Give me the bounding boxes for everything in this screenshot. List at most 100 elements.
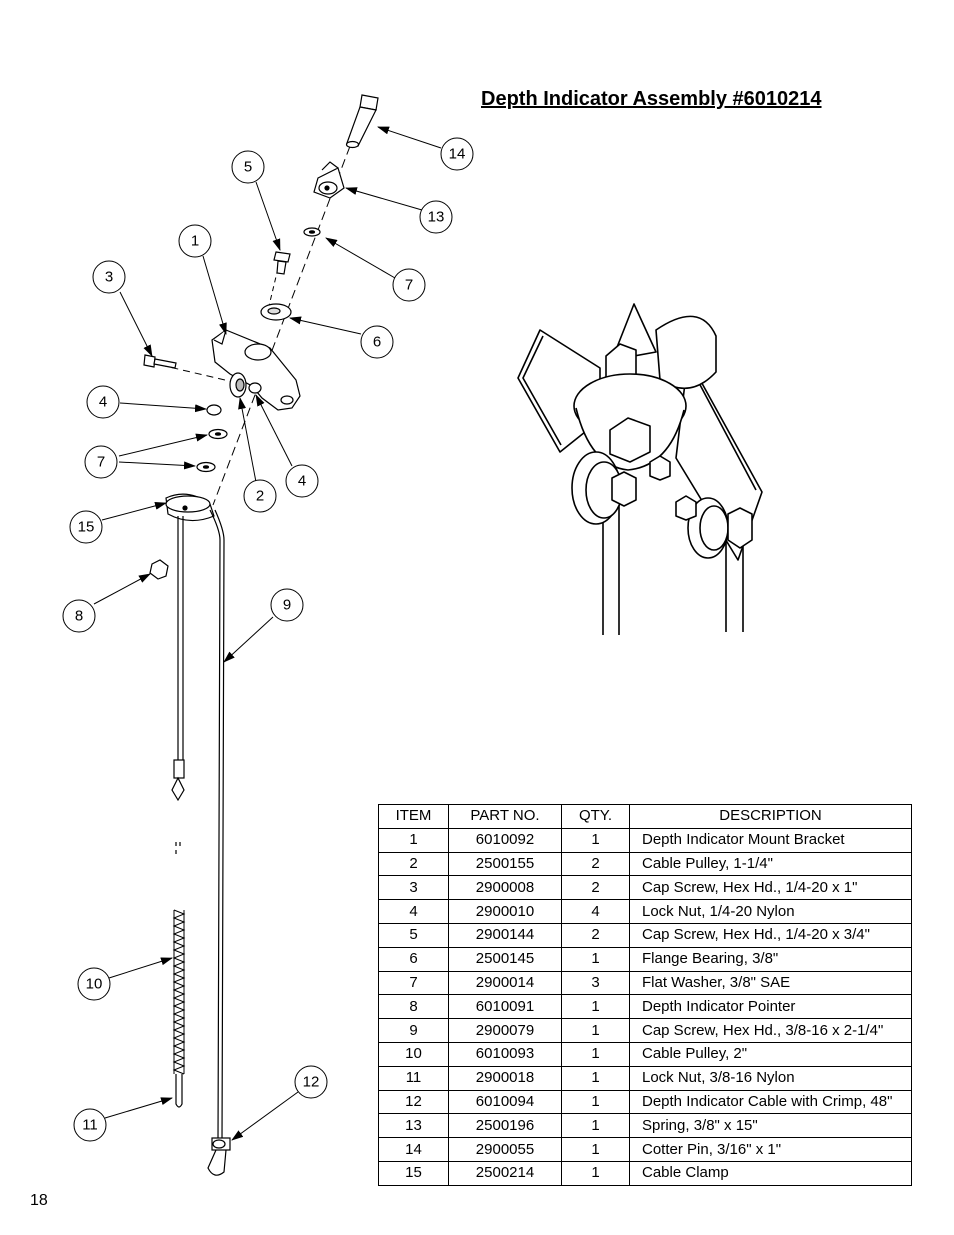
qty-cell: 4	[561, 899, 630, 924]
item-cell: 14	[378, 1137, 449, 1162]
callout-4b	[285, 464, 319, 498]
description-cell: Flange Bearing, 3/8"	[629, 946, 912, 972]
qty-cell: 1	[561, 1089, 630, 1115]
callout-7b	[84, 445, 118, 479]
callout-2	[243, 479, 277, 513]
item-cell: 4	[378, 899, 449, 924]
item-cell: 10	[378, 1041, 449, 1067]
cap-screw-9	[345, 94, 379, 149]
page-number: 18	[30, 1192, 48, 1209]
callout-label: 14	[449, 146, 466, 163]
description-cell: Cap Screw, Hex Hd., 3/8-16 x 2-1/4"	[629, 1018, 912, 1043]
description-cell: Cable Pulley, 2"	[629, 1041, 912, 1067]
item-cell: 5	[378, 922, 449, 948]
callout-1	[178, 224, 212, 258]
header-qty: QTY.	[561, 804, 630, 829]
cotter-pin-14	[175, 1074, 183, 1108]
callout-label: 4	[298, 473, 306, 490]
part-no-cell: 6010094	[448, 1089, 562, 1115]
description-cell: Cap Screw, Hex Hd., 1/4-20 x 3/4"	[629, 922, 912, 948]
part-no-cell: 2900008	[448, 875, 562, 901]
qty-cell: 3	[561, 970, 630, 996]
lock-nut-4b	[206, 404, 222, 416]
callout-label: 7	[97, 454, 105, 471]
part-no-cell: 2900079	[448, 1018, 562, 1043]
callout-4a	[86, 385, 120, 419]
description-cell: Spring, 3/8" x 15"	[629, 1113, 912, 1139]
part-no-cell: 2900018	[448, 1065, 562, 1091]
callout-label: 10	[86, 976, 103, 993]
item-cell: 7	[378, 970, 449, 996]
flange-bearing-6	[260, 303, 292, 321]
qty-cell: 1	[561, 946, 630, 972]
description-cell: Depth Indicator Cable with Crimp, 48"	[629, 1089, 912, 1115]
cable-pulley-10	[165, 493, 215, 522]
callout-8	[419, 200, 453, 234]
qty-cell: 1	[561, 1160, 630, 1186]
item-cell: 9	[378, 1018, 449, 1043]
callout-5	[231, 150, 265, 184]
callout-label: 6	[373, 334, 381, 351]
callout-label: 15	[78, 519, 95, 536]
qty-cell: 1	[561, 994, 630, 1020]
item-cell: 13	[378, 1113, 449, 1139]
part-no-cell: 6010091	[448, 994, 562, 1020]
qty-cell: 2	[561, 851, 630, 877]
callout-9	[440, 137, 474, 171]
qty-cell: 1	[561, 1137, 630, 1162]
part-no-cell: 2500145	[448, 946, 562, 972]
part-no-cell: 2500155	[448, 851, 562, 877]
callout-13	[77, 967, 111, 1001]
part-no-cell: 2900010	[448, 899, 562, 924]
qty-cell: 1	[561, 827, 630, 853]
callout-10	[69, 510, 103, 544]
description-cell: Cotter Pin, 3/16" x 1"	[629, 1137, 912, 1162]
table-header-row: ITEM PART NO. QTY. DESCRIPTION	[378, 804, 912, 829]
item-cell: 15	[378, 1160, 449, 1186]
description-cell: Depth Indicator Mount Bracket	[629, 827, 912, 853]
cable-clamp-15	[207, 1137, 231, 1176]
page-title: Depth Indicator Assembly #6010214	[481, 88, 822, 110]
item-cell: 1	[378, 827, 449, 853]
callout-3	[92, 260, 126, 294]
part-no-cell: 6010093	[448, 1041, 562, 1067]
item-cell: 6	[378, 946, 449, 972]
part-no-cell: 2900144	[448, 922, 562, 948]
header-item: ITEM	[378, 804, 449, 829]
description-cell: Lock Nut, 1/4-20 Nylon	[629, 899, 912, 924]
assembled-view	[517, 303, 763, 635]
callout-label: 4	[99, 394, 107, 411]
qty-cell: 1	[561, 1041, 630, 1067]
callout-label: 1	[191, 233, 199, 250]
part-no-cell: 2500196	[448, 1113, 562, 1139]
qty-cell: 1	[561, 1065, 630, 1091]
description-cell: Cable Clamp	[629, 1160, 912, 1186]
description-cell: Cable Pulley, 1-1/4"	[629, 851, 912, 877]
callout-label: 5	[244, 159, 252, 176]
part-no-cell: 2900055	[448, 1137, 562, 1162]
item-cell: 2	[378, 851, 449, 877]
description-cell: Depth Indicator Pointer	[629, 994, 912, 1020]
part-no-cell: 2900014	[448, 970, 562, 996]
part-no-cell: 6010092	[448, 827, 562, 853]
callout-6	[360, 325, 394, 359]
callout-7a	[392, 268, 426, 302]
description-cell: Cap Screw, Hex Hd., 1/4-20 x 1"	[629, 875, 912, 901]
callout-label: 7	[405, 277, 413, 294]
lock-nut-11	[149, 559, 169, 580]
header-description: DESCRIPTION	[629, 804, 912, 829]
callout-label: 12	[303, 1074, 320, 1091]
